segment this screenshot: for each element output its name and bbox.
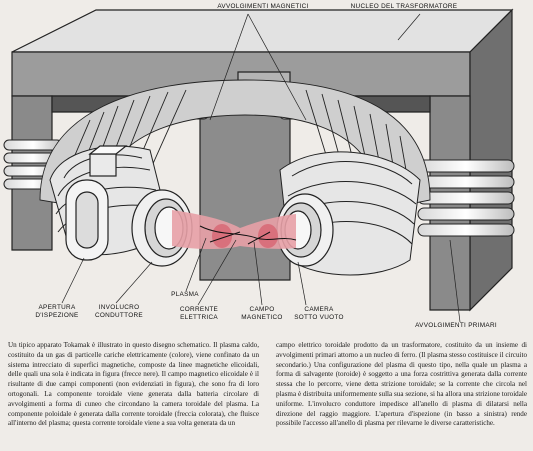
tokamak-diagram	[3, 8, 515, 323]
label-involucro-conduttore: INVOLUCRO CONDUTTORE	[84, 304, 154, 319]
label-apertura-l2: D'ISPEZIONE	[35, 311, 79, 319]
label-camera-vuoto: CAMERA SOTTO VUOTO	[284, 306, 354, 321]
label-corrente-l1: CORRENTE	[179, 306, 219, 313]
label-camera-l1: CAMERA	[304, 306, 334, 313]
label-involucro-l1: INVOLUCRO	[98, 304, 140, 311]
leader-lines	[61, 13, 461, 323]
inspection-port	[65, 145, 128, 261]
label-involucro-l2: CONDUTTORE	[95, 311, 143, 319]
label-nucleo-trasformatore: NUCLEO DEL TRASFORMATORE	[350, 3, 458, 10]
label-apertura-l1: APERTURA	[38, 304, 76, 311]
label-avvolgimenti-primari: AVVOLGIMENTI PRIMARI	[415, 322, 497, 329]
label-camera-l2: SOTTO VUOTO	[294, 313, 344, 321]
label-campo-magnetico: CAMPO MAGNETICO	[232, 306, 292, 321]
primary-windings-right	[417, 159, 515, 237]
caption-left-text: Un tipico apparato Tokamak è illustrato …	[8, 341, 259, 428]
label-plasma: PLASMA	[171, 291, 199, 298]
caption-right-text: campo elettrico toroidale prodotto da un…	[276, 341, 527, 428]
label-campo-l1: CAMPO	[249, 306, 275, 313]
caption-right-column: campo elettrico toroidale prodotto da un…	[276, 341, 527, 429]
plasma	[172, 210, 296, 249]
label-apertura-ispezione: APERTURA D'ISPEZIONE	[22, 304, 92, 319]
label-avvolgimenti-magnetici: AVVOLGIMENTI MAGNETICI	[217, 3, 309, 10]
label-campo-l2: MAGNETICO	[241, 313, 283, 321]
label-corrente-l2: ELETTRICA	[180, 313, 218, 321]
label-corrente-elettrica: CORRENTE ELETTRICA	[164, 306, 234, 321]
caption-left-column: Un tipico apparato Tokamak è illustrato …	[8, 341, 259, 429]
field-lines	[199, 225, 297, 245]
